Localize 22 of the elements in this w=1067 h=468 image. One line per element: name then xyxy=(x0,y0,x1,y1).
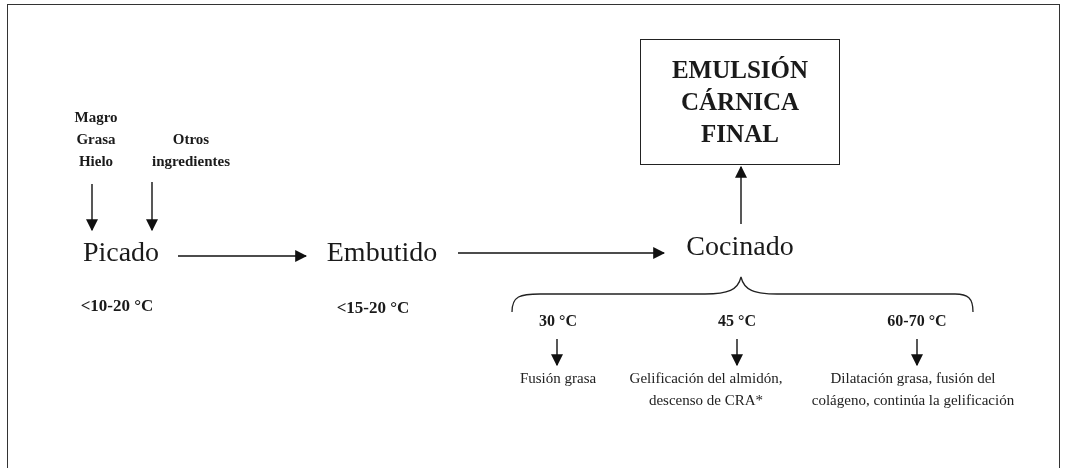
temperature-label: 30 °C xyxy=(516,309,600,333)
arrow xyxy=(911,338,923,367)
arrow xyxy=(177,250,308,262)
ingredient-label: Magro Grasa Hielo xyxy=(58,106,134,178)
arrow xyxy=(735,165,747,225)
temperature-label: 45 °C xyxy=(695,309,779,333)
arrow xyxy=(457,247,666,259)
temperature-label: 60-70 °C xyxy=(862,309,972,333)
ingredient-label: Otros ingredientes xyxy=(136,128,246,176)
temperature-label: <15-20 °C xyxy=(335,297,411,319)
temperature-label: <10-20 °C xyxy=(79,295,155,317)
arrow xyxy=(146,181,158,232)
arrow xyxy=(86,183,98,232)
process-step-label: Cocinado xyxy=(670,226,810,266)
process-step-label: Embutido xyxy=(312,232,452,272)
arrow xyxy=(551,338,563,367)
result-box: EMULSIÓN CÁRNICA FINAL xyxy=(640,39,840,165)
effect-description: Fusión grasa xyxy=(508,367,608,413)
effect-description: Gelificación del almidón, descenso de CRA* xyxy=(618,367,794,437)
process-step-label: Picado xyxy=(70,232,172,272)
arrow xyxy=(731,338,743,367)
effect-description: Dilatación grasa, fusión del colágeno, continúa la gelificación xyxy=(808,367,1018,437)
